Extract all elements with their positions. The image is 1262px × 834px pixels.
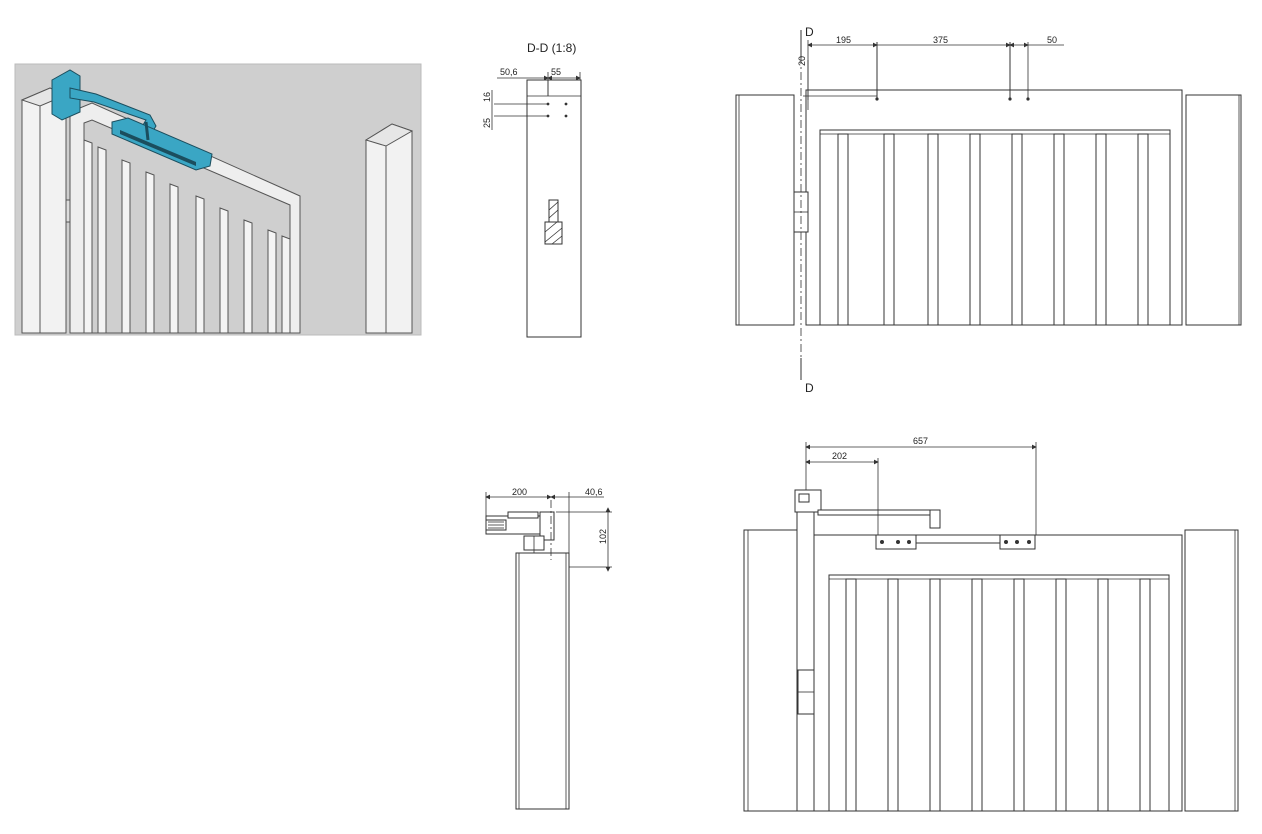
side-view-bottom: 200 40,6 102 <box>485 487 612 810</box>
dim-195: 195 <box>836 35 851 45</box>
dim-657: 657 <box>913 436 928 446</box>
dim-20: 20 <box>797 56 807 66</box>
front-view-bottom: 657 202 <box>743 436 1239 812</box>
dim-375: 375 <box>933 35 948 45</box>
dim-200: 200 <box>512 487 527 497</box>
section-view: D-D (1:8) 50,6 55 16 25 <box>482 41 582 338</box>
dim-202: 202 <box>832 451 847 461</box>
gate-operator <box>51 69 213 171</box>
dim-55: 55 <box>551 67 561 77</box>
dim-102: 102 <box>598 529 608 544</box>
dim-25: 25 <box>482 118 492 128</box>
front-view-top: D D 195 375 50 20 <box>735 25 1242 395</box>
section-marker-bottom: D <box>805 381 814 395</box>
section-title: D-D (1:8) <box>527 41 576 55</box>
front-operator <box>794 489 1036 550</box>
dim-50-6: 50,6 <box>500 67 518 77</box>
side-operator <box>485 511 555 553</box>
dim-16: 16 <box>482 92 492 102</box>
section-marker-top: D <box>805 25 814 39</box>
dim-40-6: 40,6 <box>585 487 603 497</box>
dim-50: 50 <box>1047 35 1057 45</box>
section-cut-hatch <box>544 199 563 245</box>
isometric-view <box>14 63 422 336</box>
